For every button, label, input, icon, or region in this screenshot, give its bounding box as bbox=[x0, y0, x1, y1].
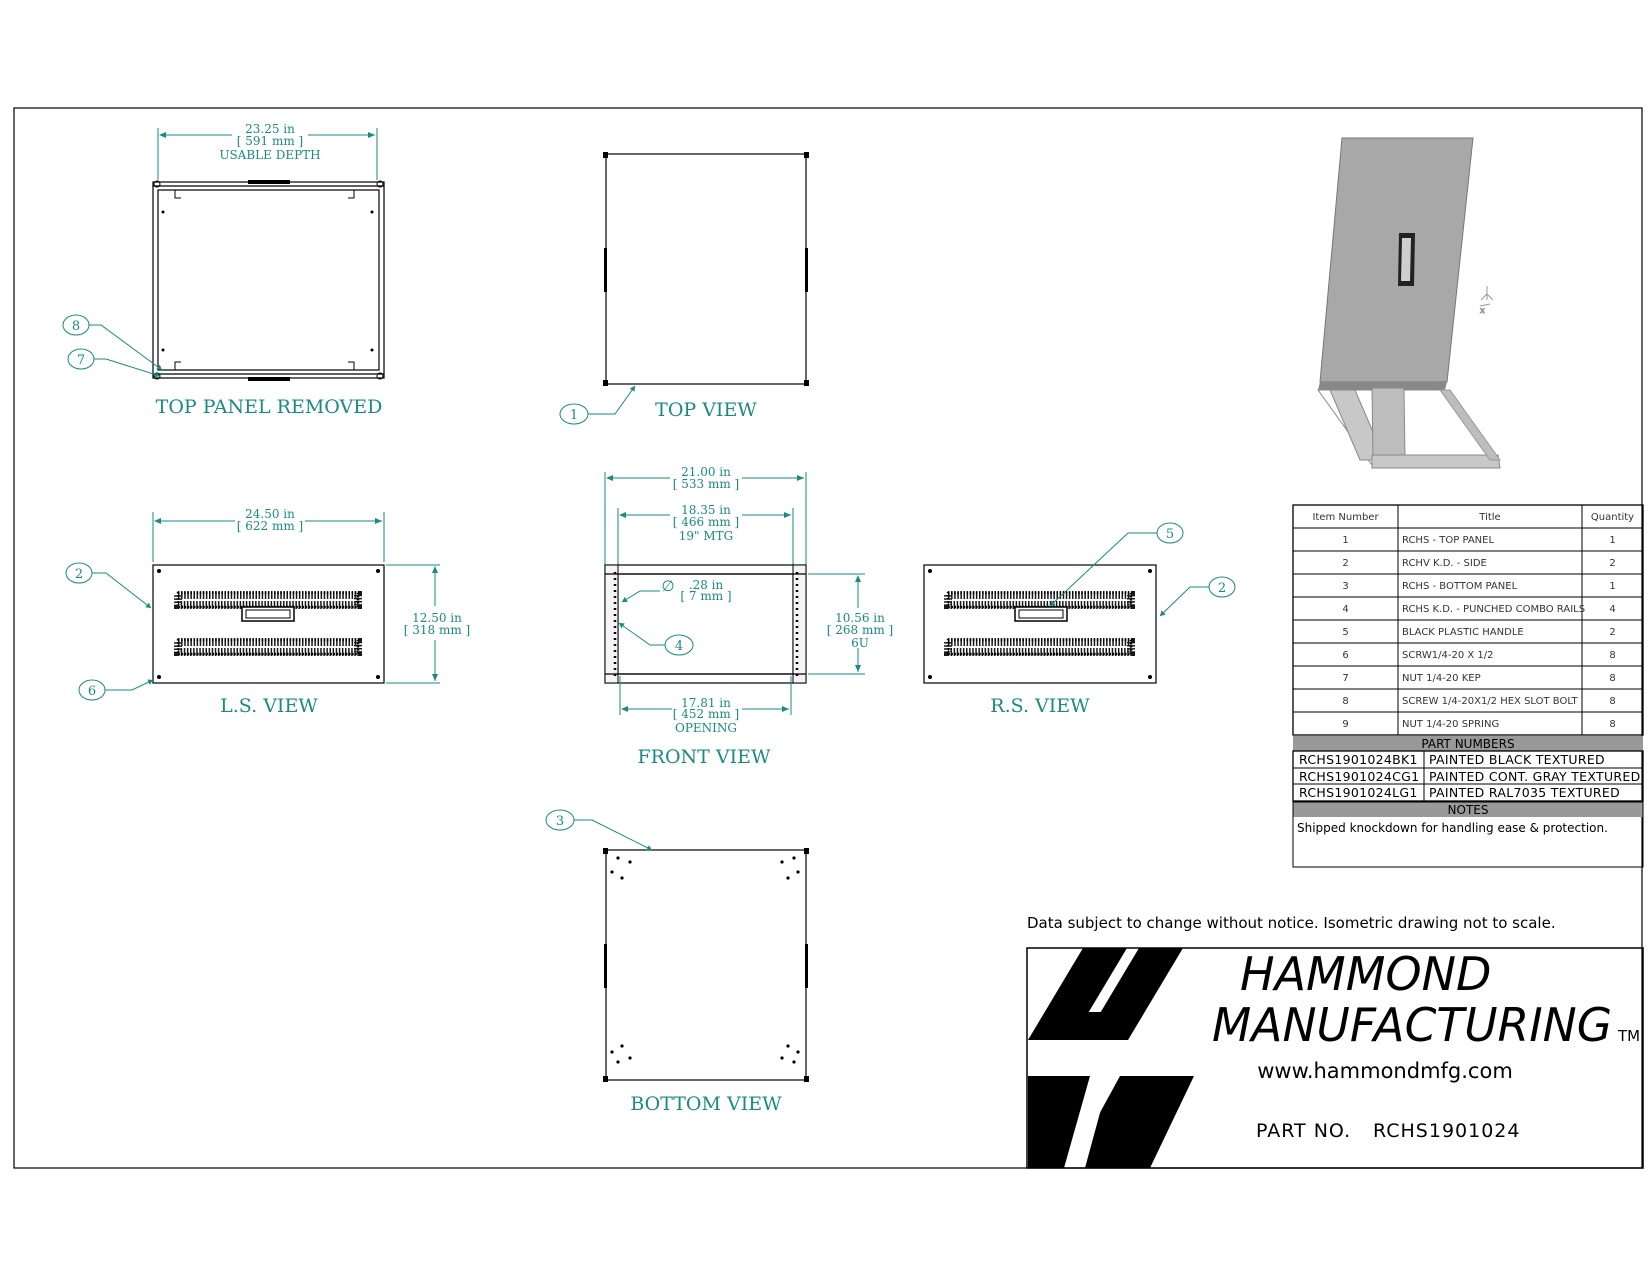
isometric-drawing: x bbox=[1317, 137, 1501, 469]
balloon-8: 8 bbox=[72, 319, 80, 334]
bom-item-number: 5 bbox=[1342, 627, 1348, 638]
top-view-title: TOP VIEW bbox=[655, 399, 757, 421]
top-panel-removed-view: 23.25 in [ 591 mm ] USABLE DEPTH 8 7 TOP… bbox=[62, 122, 385, 418]
balloon-5: 5 bbox=[1166, 527, 1174, 542]
balloon-2-left: 2 bbox=[75, 567, 83, 582]
brand-hammond: HAMMOND bbox=[1240, 947, 1491, 1001]
usable-depth-label: USABLE DEPTH bbox=[219, 148, 320, 162]
trademark-symbol: TM bbox=[1617, 1027, 1640, 1045]
bom-item-number: 3 bbox=[1342, 581, 1348, 592]
bom-item-quantity: 1 bbox=[1609, 535, 1615, 546]
ls-height-in: 12.50 in bbox=[412, 611, 462, 625]
ls-width-mm: [ 622 mm ] bbox=[237, 519, 303, 533]
bom-item-number: 8 bbox=[1342, 696, 1348, 707]
ls-width-in: 24.50 in bbox=[245, 507, 295, 521]
website-url: www.hammondmfg.com bbox=[1257, 1059, 1513, 1083]
bom-item-number: 2 bbox=[1342, 558, 1348, 569]
bom-item-title: RCHS K.D. - PUNCHED COMBO RAILS bbox=[1402, 604, 1585, 615]
front-view-title: FRONT VIEW bbox=[637, 746, 770, 768]
front-height-in: 10.56 in bbox=[835, 611, 885, 625]
bottom-view-title: BOTTOM VIEW bbox=[630, 1093, 782, 1115]
title-block: HAMMOND MANUFACTURING TM www.hammondmfg.… bbox=[1026, 947, 1644, 1169]
bom-item-quantity: 8 bbox=[1609, 719, 1615, 730]
part-numbers-table: PART NUMBERS RCHS1901024BK1 PAINTED BLAC… bbox=[1292, 736, 1644, 802]
part-finish-1: PAINTED BLACK TEXTURED bbox=[1429, 752, 1605, 767]
balloon-3: 3 bbox=[556, 814, 564, 829]
bom-item-title: RCHS - BOTTOM PANEL bbox=[1402, 581, 1518, 592]
notes-text: Shipped knockdown for handling ease & pr… bbox=[1297, 821, 1608, 835]
bom-header-cell: Title bbox=[1478, 512, 1500, 523]
bom-item-number: 4 bbox=[1342, 604, 1348, 615]
bom-item-number: 9 bbox=[1342, 719, 1348, 730]
bottom-view: 3 BOTTOM VIEW bbox=[545, 809, 809, 1115]
part-number-2: RCHS1901024CG1 bbox=[1299, 769, 1419, 784]
hole-diameter-in: .28 in bbox=[689, 578, 724, 592]
part-no-value: RCHS1901024 bbox=[1373, 1120, 1521, 1142]
part-finish-3: PAINTED RAL7035 TEXTURED bbox=[1429, 785, 1620, 800]
front-opening-mm: [ 452 mm ] bbox=[673, 707, 739, 721]
bom-item-quantity: 8 bbox=[1609, 650, 1615, 661]
ls-view: 24.50 in [ 622 mm ] 12.50 in [ 318 mm ] … bbox=[65, 507, 470, 717]
bom-item-quantity: 4 bbox=[1609, 604, 1615, 615]
bom-item-quantity: 8 bbox=[1609, 673, 1615, 684]
bom-item-title: SCRW1/4-20 X 1/2 bbox=[1402, 650, 1494, 661]
bom-item-quantity: 1 bbox=[1609, 581, 1615, 592]
bill-of-materials-table: Item Number Title Quantity 1 RCHS - TOP PANE… bbox=[1292, 504, 1644, 736]
rs-view: 5 2 R.S. VIEW bbox=[923, 522, 1236, 717]
notes-header: NOTES bbox=[1448, 803, 1489, 817]
top-panel-removed-title: TOP PANEL REMOVED bbox=[156, 396, 383, 418]
bom-header-cell: Quantity bbox=[1591, 512, 1634, 523]
ls-height-mm: [ 318 mm ] bbox=[404, 623, 470, 637]
balloon-2-right: 2 bbox=[1218, 581, 1226, 596]
notes-box: NOTES Shipped knockdown for handling eas… bbox=[1292, 801, 1644, 868]
front-opening-label: OPENING bbox=[675, 721, 737, 735]
top-view: 1 TOP VIEW bbox=[559, 152, 809, 425]
bom-item-number: 1 bbox=[1342, 535, 1348, 546]
bom-item-title: RCHV K.D. - SIDE bbox=[1402, 558, 1487, 569]
bom-header-cell: Item Number bbox=[1312, 512, 1379, 523]
balloon-7: 7 bbox=[77, 353, 85, 368]
part-finish-2: PAINTED CONT. GRAY TEXTURED bbox=[1429, 769, 1641, 784]
sheet-border bbox=[13, 107, 1643, 1169]
part-number-1: RCHS1901024BK1 bbox=[1299, 752, 1418, 767]
front-overall-mm: [ 533 mm ] bbox=[673, 477, 739, 491]
balloon-1: 1 bbox=[570, 408, 578, 423]
disclaimer-text: Data subject to change without notice. I… bbox=[1027, 914, 1556, 932]
ls-vent-slots bbox=[174, 591, 362, 656]
bom-item-title: NUT 1/4-20 KEP bbox=[1402, 673, 1481, 684]
ls-view-title: L.S. VIEW bbox=[220, 695, 318, 717]
part-no-label: PART NO. bbox=[1256, 1120, 1351, 1142]
rs-view-title: R.S. VIEW bbox=[990, 695, 1090, 717]
usable-depth-mm: [ 591 mm ] bbox=[237, 134, 303, 148]
part-numbers-header: PART NUMBERS bbox=[1421, 737, 1514, 751]
front-overall-in: 21.00 in bbox=[681, 465, 731, 479]
part-number-3: RCHS1901024LG1 bbox=[1299, 785, 1418, 800]
front-mtg-mm: [ 466 mm ] bbox=[673, 515, 739, 529]
front-mtg-label: 19" MTG bbox=[679, 529, 733, 543]
front-opening-in: 17.81 in bbox=[681, 696, 731, 710]
bom-item-quantity: 2 bbox=[1609, 558, 1615, 569]
balloon-6: 6 bbox=[88, 684, 96, 699]
balloon-4: 4 bbox=[675, 639, 683, 654]
front-height-mm: [ 268 mm ] bbox=[827, 623, 893, 637]
front-mtg-in: 18.35 in bbox=[681, 503, 731, 517]
hole-diameter-mm: [ 7 mm ] bbox=[680, 589, 731, 603]
bom-item-number: 7 bbox=[1342, 673, 1348, 684]
hammond-logo bbox=[1028, 948, 1194, 1168]
hole-diameter-symbol: ∅ bbox=[661, 577, 674, 595]
bom-item-title: NUT 1/4-20 SPRING bbox=[1402, 719, 1499, 730]
brand-manufacturing: MANUFACTURING bbox=[1212, 998, 1612, 1052]
svg-text:x: x bbox=[1480, 306, 1485, 315]
front-height-u: 6U bbox=[851, 636, 869, 650]
bom-item-title: SCREW 1/4-20X1/2 HEX SLOT BOLT bbox=[1402, 696, 1579, 707]
usable-depth-in: 23.25 in bbox=[245, 122, 295, 136]
bom-item-title: BLACK PLASTIC HANDLE bbox=[1402, 627, 1524, 638]
bom-item-quantity: 8 bbox=[1609, 696, 1615, 707]
bom-item-quantity: 2 bbox=[1609, 627, 1615, 638]
bom-item-number: 6 bbox=[1342, 650, 1348, 661]
front-view: 21.00 in [ 533 mm ] 18.35 in [ 466 mm ] … bbox=[604, 465, 893, 768]
bom-item-title: RCHS - TOP PANEL bbox=[1402, 535, 1494, 546]
